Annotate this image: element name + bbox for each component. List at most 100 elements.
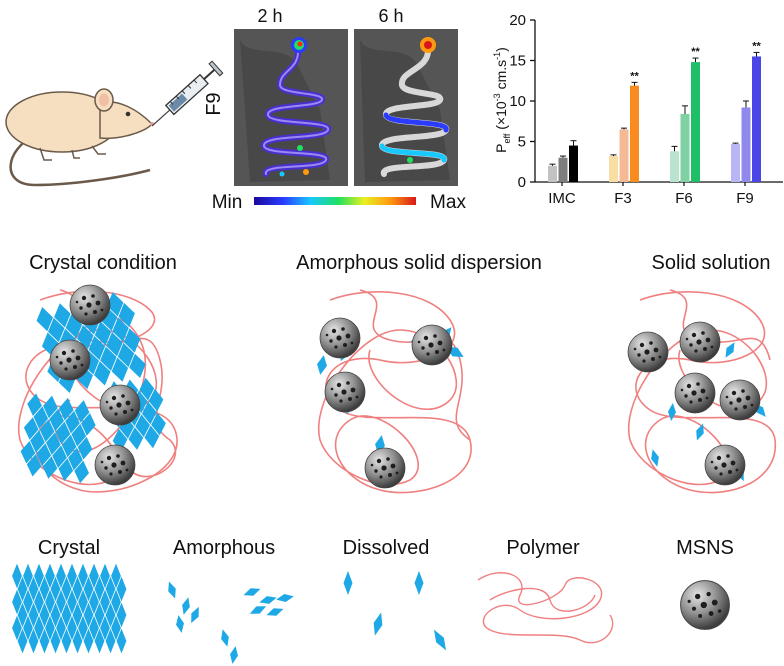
drug-crystal-diamond (72, 602, 83, 628)
title-amorphous-solid-dispersion: Amorphous solid dispersion (296, 252, 542, 274)
drug-crystal-diamond (65, 410, 80, 434)
drug-crystal-diamond (182, 597, 190, 615)
legend-label-msns: MSNS (676, 537, 734, 559)
drug-crystal-diamond (105, 602, 116, 628)
drug-crystal-diamond (81, 413, 96, 436)
drug-crystal-diamond (26, 453, 42, 477)
y-tick-label: 5 (518, 134, 526, 151)
drug-crystal-diamond (67, 563, 77, 589)
significance-label: ** (691, 46, 700, 58)
drug-crystal-diamond (116, 576, 127, 602)
bar (680, 113, 690, 182)
x-tick-label: F3 (614, 190, 632, 207)
drug-crystal-diamond (65, 314, 83, 339)
drug-crystal-diamond (23, 615, 33, 641)
msns-particle (627, 331, 669, 373)
drug-crystal-diamond (17, 628, 28, 654)
drug-crystal-diamond (100, 615, 110, 641)
legend-label-polymer: Polymer (506, 537, 580, 559)
drug-crystal-diamond (28, 602, 39, 628)
drug-crystal-diamond (106, 292, 124, 317)
drug-crystal-diamond (39, 576, 50, 602)
drug-crystal-diamond (105, 628, 116, 654)
drug-crystal-diamond (135, 414, 150, 438)
drug-crystal-diamond (52, 445, 67, 469)
drug-crystal-diamond (725, 342, 735, 358)
drug-crystal-diamond (34, 589, 44, 615)
msns-particle (319, 317, 361, 359)
drug-crystal-diamond (144, 425, 160, 449)
drug-crystal-diamond (39, 628, 50, 654)
legend-label-crystal: Crystal (38, 537, 100, 559)
drug-crystal-diamond (111, 563, 121, 589)
msns-particle (704, 444, 746, 486)
bar (691, 62, 700, 183)
drug-crystal-diamond (111, 357, 129, 382)
drug-crystal-diamond (259, 596, 277, 604)
drug-crystal-diamond (45, 589, 55, 615)
drug-crystal-diamond (56, 563, 66, 589)
drug-crystal-diamond (111, 615, 121, 641)
drug-crystal-diamond (78, 589, 88, 615)
drug-crystal-diamond (17, 576, 28, 602)
drug-crystal-diamond (129, 353, 146, 379)
row-label-f9: F9 (203, 92, 225, 115)
drug-crystal-diamond (94, 576, 105, 602)
drug-crystal-diamond (23, 589, 33, 615)
drug-crystal-diamond (118, 302, 135, 328)
drug-crystal-diamond (17, 602, 28, 628)
y-tick-label: 15 (509, 53, 526, 70)
y-tick-label: 20 (509, 12, 526, 29)
drug-crystal-diamond (276, 594, 294, 602)
drug-crystal-diamond (78, 563, 88, 589)
time-label-2h: 2 h (257, 6, 282, 26)
drug-crystal-diamond (67, 589, 77, 615)
bar (548, 165, 557, 182)
drug-crystal-diamond (696, 423, 704, 441)
drug-crystal-diamond (20, 440, 36, 464)
drug-crystal-diamond (30, 430, 45, 453)
drug-crystal-diamond (49, 408, 64, 432)
drug-crystal-diamond (39, 419, 55, 443)
drug-crystal-diamond (61, 628, 72, 654)
drug-crystal-diamond (39, 602, 50, 628)
drug-crystal-diamond (317, 355, 327, 375)
drug-crystal-diamond (72, 628, 83, 654)
drug-crystal-diamond (117, 342, 135, 368)
bar (569, 145, 578, 182)
drug-crystal-diamond (23, 417, 39, 440)
bar (731, 143, 740, 182)
drug-crystal-diamond (94, 628, 105, 654)
drug-crystal-diamond (88, 335, 106, 361)
drug-crystal-diamond (12, 615, 22, 641)
drug-crystal-diamond (266, 608, 284, 616)
y-tick-label: 10 (509, 93, 526, 110)
drug-crystal-diamond (54, 303, 71, 328)
drug-crystal-diamond (414, 571, 424, 595)
imaging-panels: 2 h 6 h F9 Min Max (203, 6, 466, 213)
legend-polymer-coil (477, 572, 614, 644)
legend-msns-icon (679, 579, 731, 631)
drug-crystal-diamond (89, 563, 99, 589)
drug-crystal-diamond (45, 615, 55, 641)
x-tick-label: IMC (548, 190, 576, 207)
drug-crystal-diamond (243, 588, 261, 596)
drug-crystal-diamond (33, 406, 49, 430)
msns-particle (49, 339, 91, 381)
drug-crystal-diamond (71, 423, 87, 447)
drug-crystal-diamond (77, 436, 93, 460)
msns-particle (324, 371, 366, 413)
drug-crystal-diamond (42, 456, 58, 479)
drug-crystal-diamond (100, 346, 117, 371)
drug-crystal-diamond (112, 428, 128, 452)
msns-particle (364, 447, 406, 489)
drug-crystal-diamond (139, 377, 155, 401)
drug-crystal-diamond (12, 589, 22, 615)
drug-crystal-diamond (50, 576, 61, 602)
drug-crystal-diamond (221, 629, 229, 647)
scale-max-label: Max (430, 192, 466, 213)
msns-particle (719, 379, 761, 421)
title-solid-solution: Solid solution (652, 252, 771, 274)
drug-crystal-diamond (23, 563, 33, 589)
